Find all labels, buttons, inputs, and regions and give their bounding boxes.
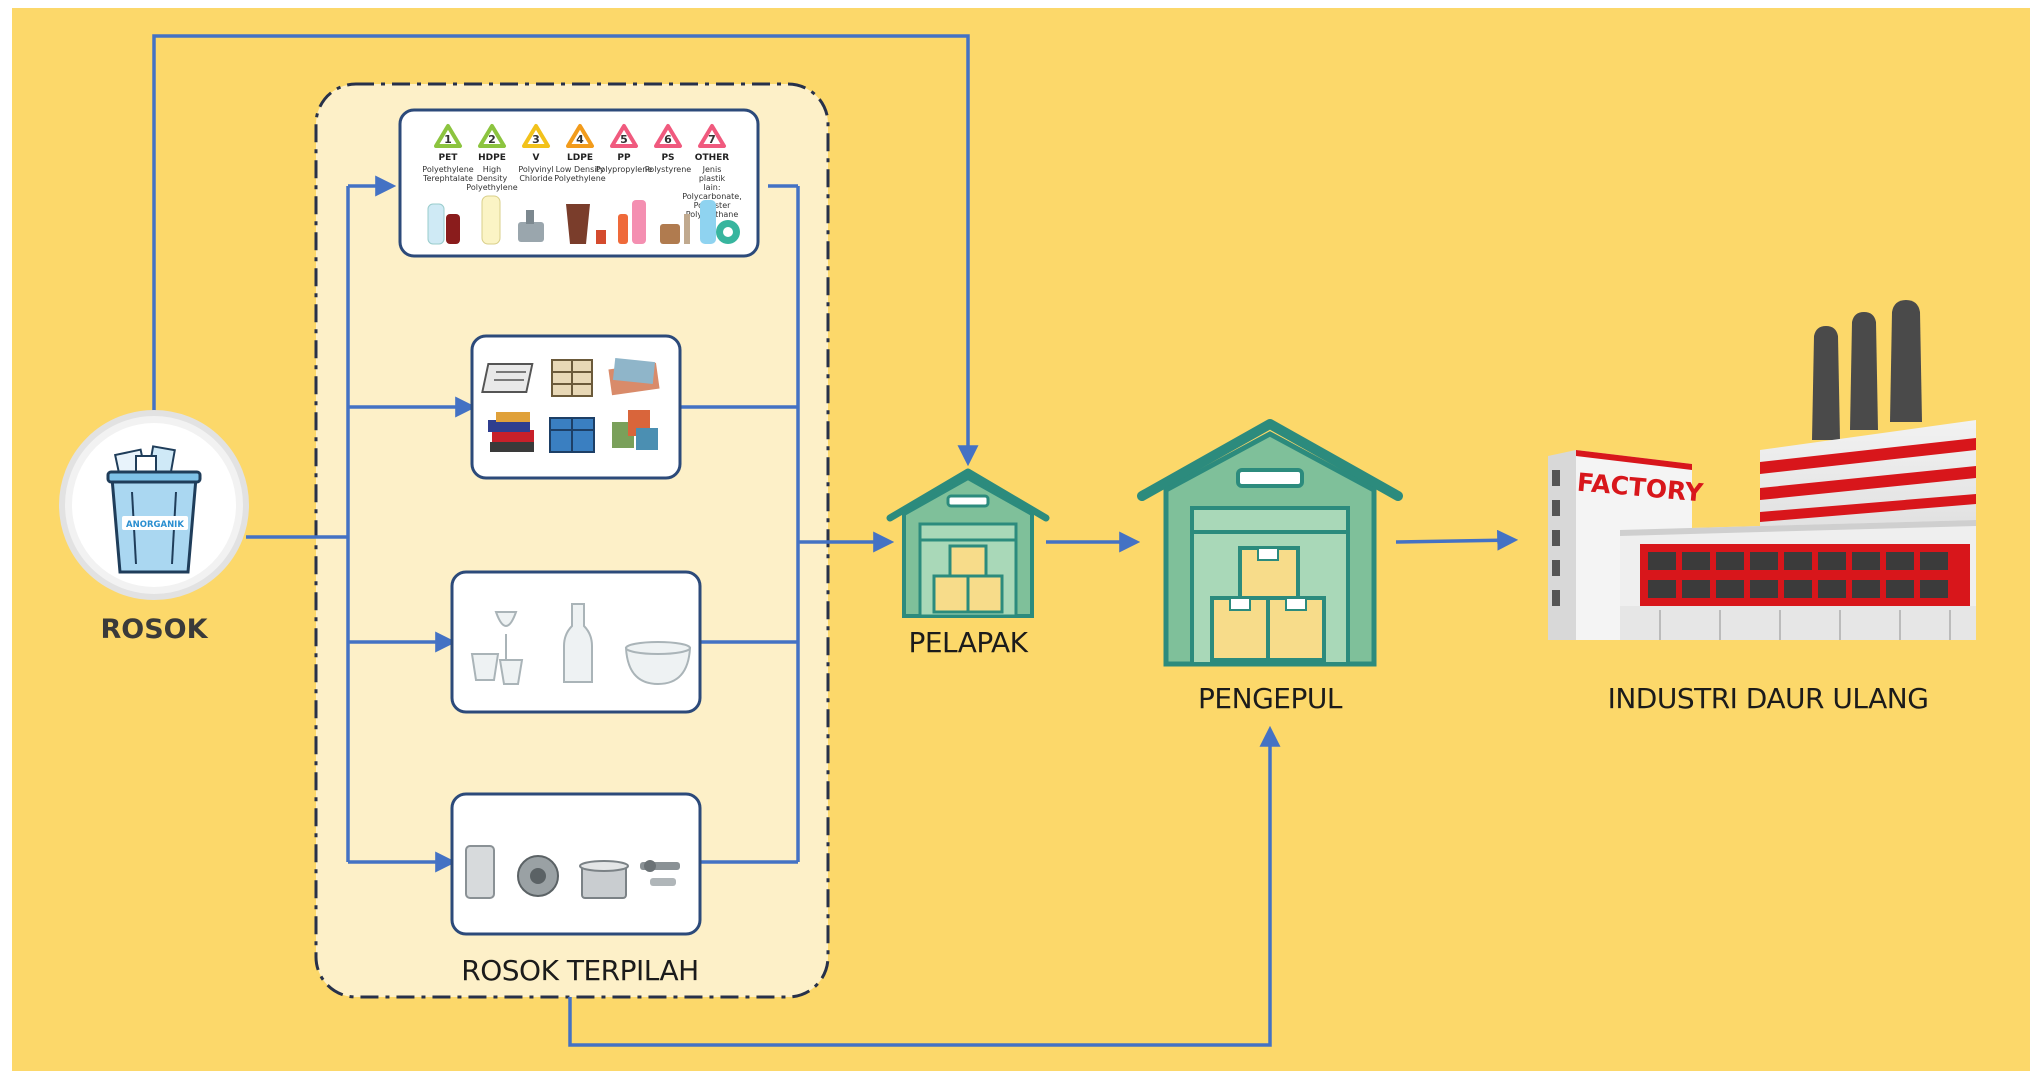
rosok-node: ANORGANIK ROSOK [59, 410, 249, 645]
metal-card [450, 792, 702, 936]
pelapak-label: PELAPAK [908, 626, 1028, 659]
rosok-label: ROSOK [100, 614, 208, 645]
warehouse-icon [886, 468, 1050, 618]
trash-bin-icon: ANORGANIK [106, 445, 202, 574]
paper-items-icon [481, 357, 660, 453]
recycle-symbol-icon [654, 124, 682, 148]
recycle-code-number: 2 [488, 133, 496, 146]
connectors [152, 34, 1519, 1047]
recycle-code-abbrev: OTHER [695, 153, 729, 163]
bin-label: ANORGANIK [126, 520, 184, 530]
recycle-symbol-icon [566, 124, 594, 148]
recycle-code-abbrev: PS [661, 153, 674, 163]
pengepul-label: PENGEPUL [1198, 682, 1343, 715]
recycle-code-abbrev: V [533, 153, 540, 163]
recycle-code-description: Polypropylene [596, 165, 653, 174]
recycle-code-5: 5PP Polypropylene [596, 124, 653, 174]
arrow-pengepul-to-industri [1395, 529, 1519, 551]
recycle-code-number: 3 [532, 133, 540, 146]
pengepul-node: PENGEPUL [1137, 419, 1403, 715]
recycle-code-number: 7 [708, 133, 716, 146]
recycle-code-abbrev: LDPE [567, 153, 593, 163]
industri-node: FACTORY INDUSTRI DAUR ULANG [1548, 300, 1976, 715]
arrow-sorted-to-pengepul [568, 725, 1281, 1047]
glass-items-icon [470, 603, 692, 686]
recycle-code-description: Polystyrene [645, 165, 692, 174]
recycle-symbol-icon [522, 124, 550, 148]
sorted-waste-group: ROSOK TERPILAH [314, 82, 830, 999]
warehouse-icon [1137, 419, 1403, 667]
recycle-symbol-icon [434, 124, 462, 148]
sorted-waste-label: ROSOK TERPILAH [461, 954, 698, 987]
recycle-symbol-icon [698, 124, 726, 148]
recycle-code-number: 6 [664, 133, 672, 146]
factory-icon: FACTORY [1548, 300, 1976, 640]
paper-card [470, 334, 682, 480]
recycle-code-abbrev: HDPE [478, 153, 506, 163]
plastic-items-icon [427, 195, 740, 245]
recycle-code-number: 5 [620, 133, 628, 146]
recycle-code-abbrev: PET [439, 153, 459, 163]
metal-items-icon [465, 845, 680, 899]
recycle-symbol-icon [610, 124, 638, 148]
recycle-code-abbrev: PP [617, 153, 631, 163]
arrow-rosok-to-pelapak-direct [152, 34, 979, 467]
recycle-code-6: 6PS Polystyrene [645, 124, 692, 174]
recycle-code-number: 1 [444, 133, 452, 146]
industri-label: INDUSTRI DAUR ULANG [1608, 682, 1929, 715]
recycle-code-number: 4 [576, 133, 584, 146]
pelapak-node: PELAPAK [886, 468, 1050, 659]
recycle-symbol-icon [478, 124, 506, 148]
glass-card [450, 570, 702, 714]
